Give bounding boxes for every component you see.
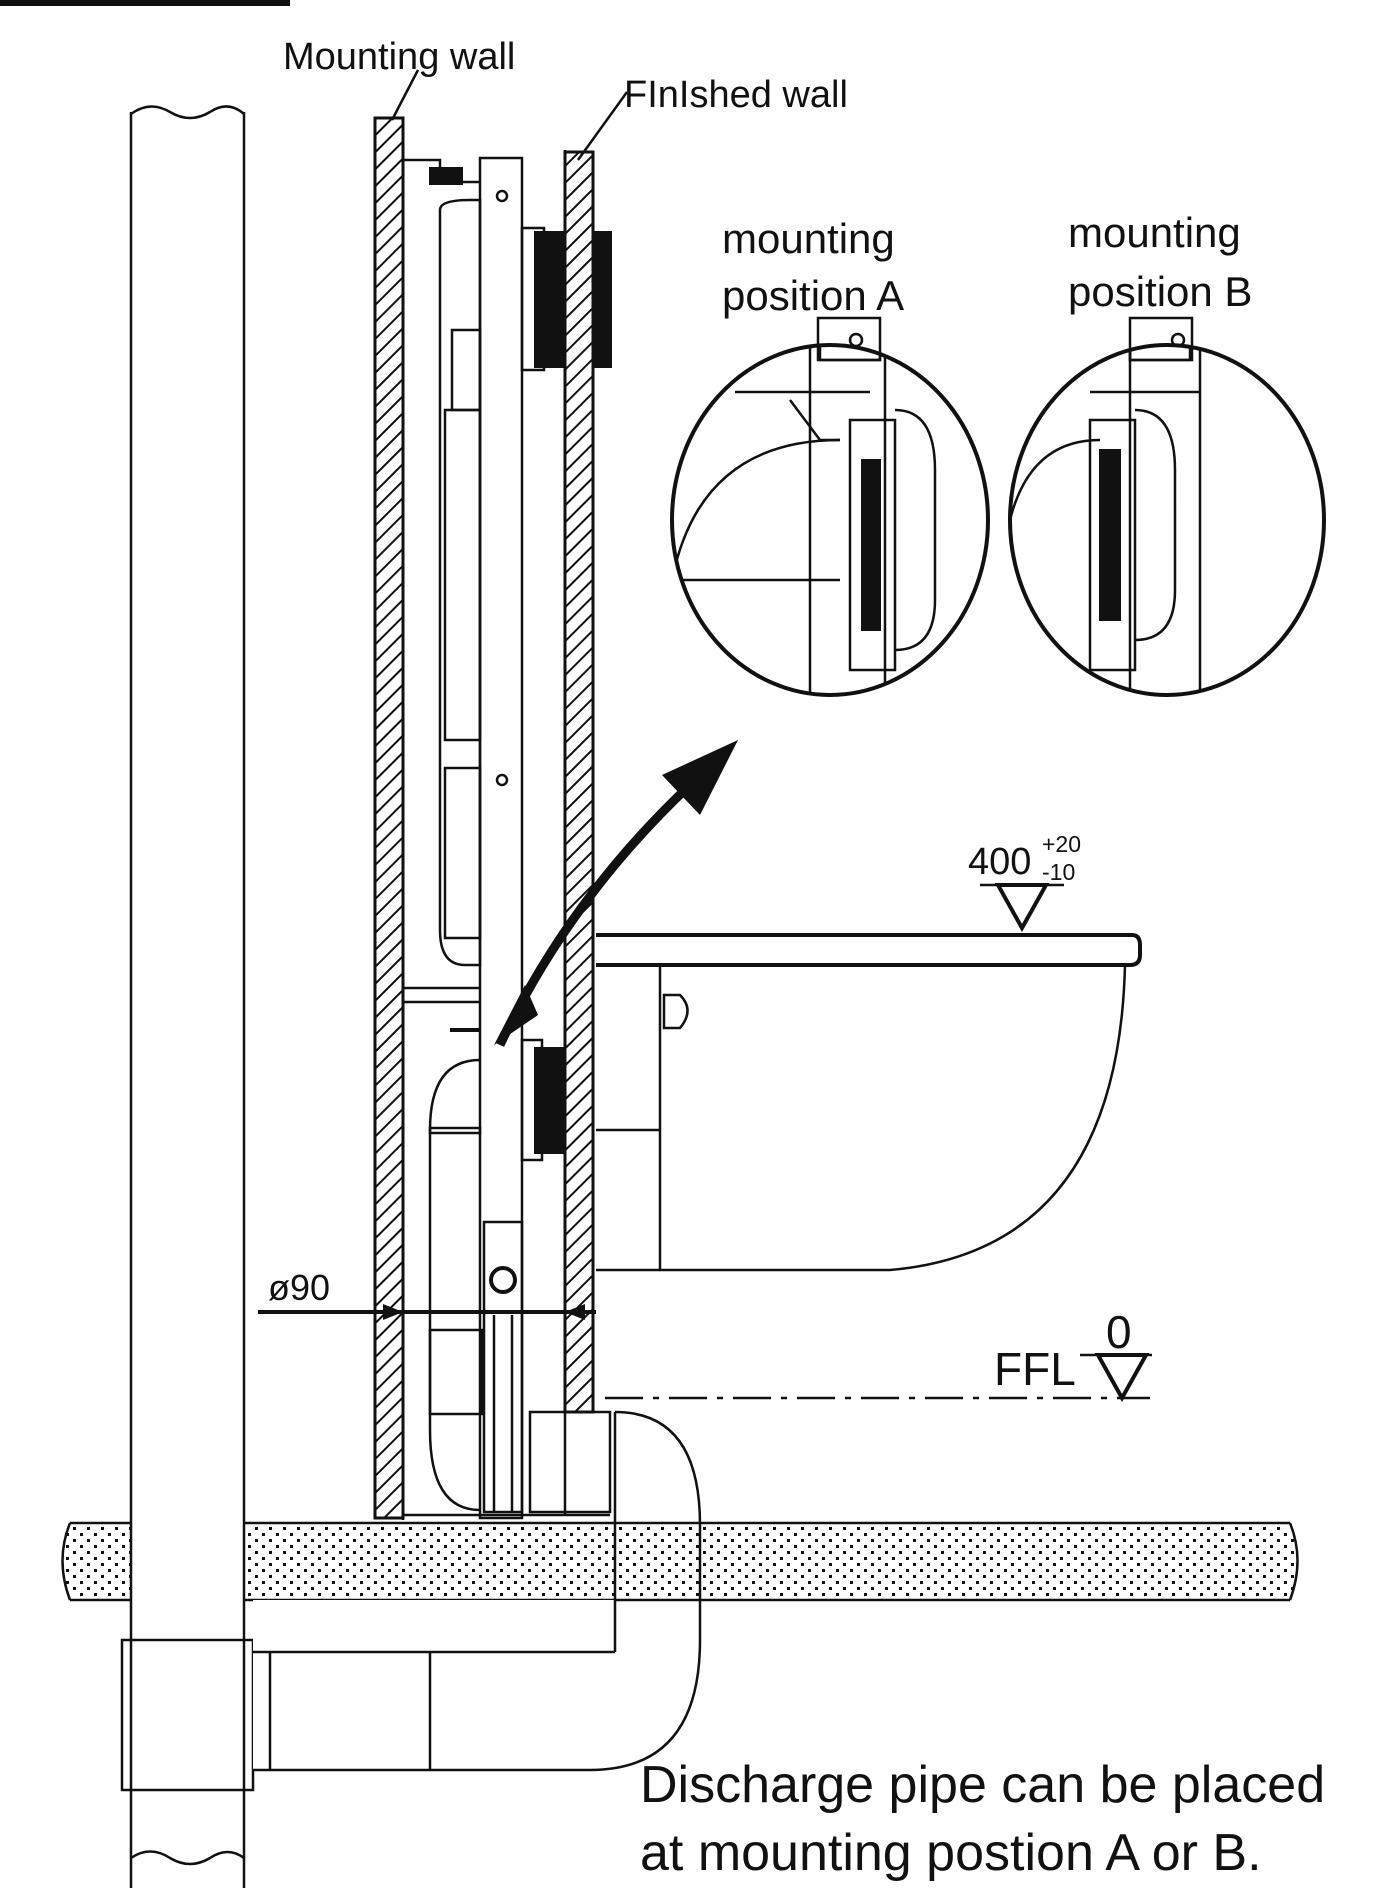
position-a-label-line1: mounting — [722, 215, 895, 262]
wc-bowl — [596, 933, 1142, 1272]
floor-slab — [61, 1521, 1299, 1602]
direction-arrow — [494, 740, 738, 1047]
position-b-label-line1: mounting — [1068, 209, 1241, 256]
height-value: 400 — [968, 841, 1031, 883]
cropped-heading-fragment — [0, 0, 290, 6]
height-tolerance-minus: -10 — [1042, 859, 1075, 885]
ffl-value: 0 — [1106, 1306, 1132, 1358]
ffl-label: FFL — [994, 1343, 1076, 1395]
note-line-1: Discharge pipe can be placed — [640, 1756, 1325, 1814]
finished-wall-label: FInIshed wall — [624, 74, 848, 116]
mounting-wall-label: Mounting wall — [283, 36, 515, 78]
detail-circle-b — [1008, 316, 1326, 697]
leader-lines — [390, 69, 629, 161]
floor-discharge-pipe — [253, 1410, 702, 1772]
detail-circle-a — [670, 316, 990, 697]
ffl-marker — [605, 1353, 1152, 1403]
height-marker — [980, 883, 1064, 933]
note-line-2: at mounting postion A or B. — [640, 1824, 1262, 1882]
installation-frame — [401, 120, 612, 1520]
diameter-dimension — [258, 1304, 596, 1320]
position-a-label-line2: position A — [722, 272, 904, 319]
vertical-stack-pipe — [120, 105, 255, 1888]
pipe-diameter-label: ø90 — [268, 1267, 330, 1308]
position-b-label-line2: position B — [1068, 268, 1252, 315]
finished-wall — [563, 150, 612, 1414]
height-tolerance-plus: +20 — [1042, 831, 1081, 857]
